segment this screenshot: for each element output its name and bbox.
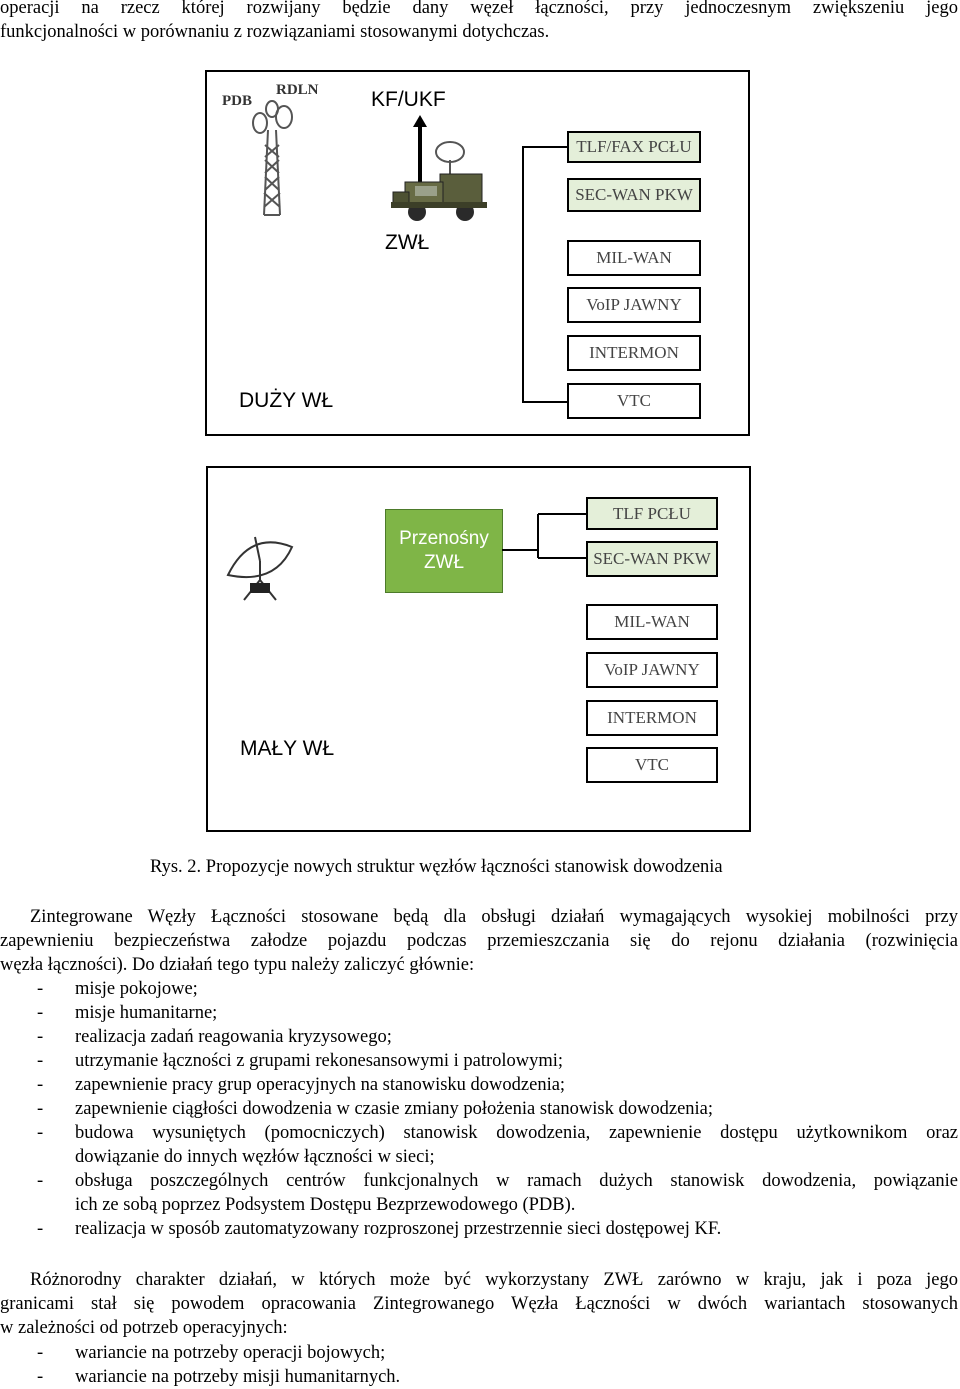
text-line: operacji na rzecz której rozwijany będzi… xyxy=(0,0,958,18)
service-box: MIL-WAN xyxy=(567,240,701,276)
portable-zwl-line1: Przenośny xyxy=(399,528,489,549)
figure-caption: Rys. 2. Propozycje nowych struktur węzłó… xyxy=(150,857,723,877)
kf-ukf-label: KF/UKF xyxy=(371,88,446,111)
service-box: INTERMON xyxy=(586,700,718,736)
military-vehicle-icon xyxy=(391,141,487,221)
text-line: Zintegrowane Węzły Łączności stosowane b… xyxy=(30,907,958,927)
text-line: Różnorodny charakter działań, w których … xyxy=(30,1270,958,1290)
connector-lines xyxy=(502,513,588,559)
list-item: -realizacja w sposób zautomatyzowany roz… xyxy=(37,1219,722,1239)
service-box: TLF/FAX PCŁU xyxy=(567,131,701,163)
body-paragraph: Różnorodny charakter działań, w których … xyxy=(0,1268,958,1340)
list-item: -realizacja zadań reagowania kryzysowego… xyxy=(37,1027,392,1047)
small-node-title: MAŁY WŁ xyxy=(240,737,335,760)
list-item: -utrzymanie łączności z grupami rekonesa… xyxy=(37,1051,564,1071)
service-box: MIL-WAN xyxy=(586,604,718,640)
text-line: granicami stał się powodem opracowania Z… xyxy=(0,1294,958,1314)
pdb-label: PDB xyxy=(222,93,252,109)
service-box: TLF PCŁU xyxy=(586,497,718,530)
big-node-title: DUŻY WŁ xyxy=(239,389,334,412)
list-item: -zapewnienie pracy grup operacyjnych na … xyxy=(37,1075,566,1095)
service-box: VoIP JAWNY xyxy=(586,652,718,688)
text-line: w zależności od potrzeb operacyjnych: xyxy=(0,1318,288,1338)
connector-bracket xyxy=(522,146,567,403)
intro-paragraph: operacji na rzecz której rozwijany będzi… xyxy=(0,0,958,44)
list-item: -misje humanitarne; xyxy=(37,1003,218,1023)
list-item: -obsługa poszczególnych centrów funkcjon… xyxy=(37,1171,958,1215)
rdln-label: RDLN xyxy=(276,82,319,98)
list-item: -misje pokojowe; xyxy=(37,979,198,999)
body-paragraph: Zintegrowane Węzły Łączności stosowane b… xyxy=(0,905,958,977)
list-item: -zapewnienie ciągłości dowodzenia w czas… xyxy=(37,1099,714,1119)
portable-zwl-line2: ZWŁ xyxy=(423,552,465,573)
list-item: -budowa wysuniętych (pomocniczych) stano… xyxy=(37,1123,958,1167)
service-box: VTC xyxy=(567,383,701,419)
service-box: SEC-WAN PKW xyxy=(567,178,701,212)
satellite-dish-icon xyxy=(226,536,294,601)
bullet-list: -misje pokojowe; -misje humanitarne; -re… xyxy=(0,977,958,1241)
service-box: VTC xyxy=(586,747,718,783)
radio-tower-icon xyxy=(252,100,293,216)
text-line: funkcjonalności w porównaniu z rozwiązan… xyxy=(0,22,550,42)
service-box: INTERMON xyxy=(567,335,701,371)
service-box: VoIP JAWNY xyxy=(567,287,701,323)
portable-zwl-box: Przenośny ZWŁ xyxy=(385,509,503,593)
zwl-label: ZWŁ xyxy=(385,231,430,254)
list-item: -wariancie na potrzeby operacji bojowych… xyxy=(37,1343,386,1363)
text-line: zapewnieniu bezpieczeństwa załodze pojaz… xyxy=(0,931,958,951)
list-item: -wariancie na potrzeby misji humanitarny… xyxy=(37,1367,401,1387)
antenna-arrow-icon xyxy=(413,115,427,190)
text-line: węzła łączności). Do działań tego typu n… xyxy=(0,955,475,975)
service-box: SEC-WAN PKW xyxy=(586,541,718,577)
bullet-list: -wariancie na potrzeby operacji bojowych… xyxy=(0,1341,958,1389)
